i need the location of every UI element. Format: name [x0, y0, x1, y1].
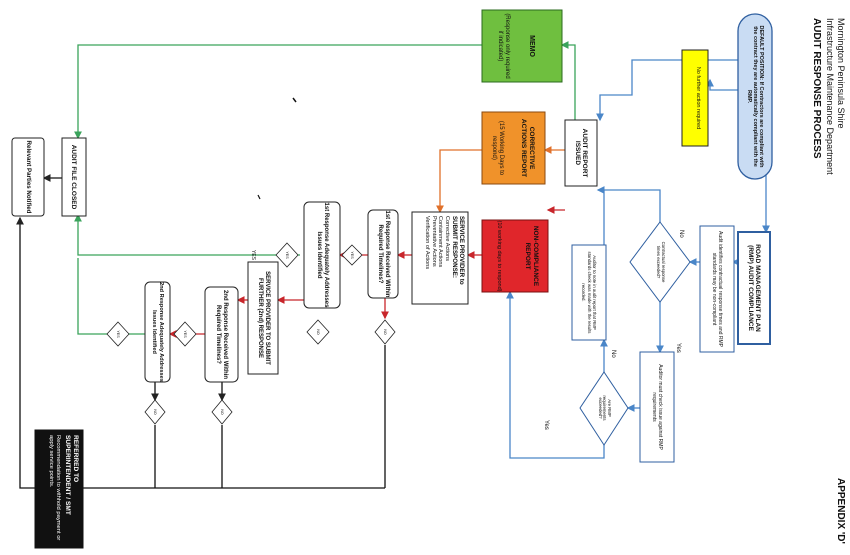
default-position-node: DEFAULT POSITION: If Contractors are com…	[737, 13, 773, 180]
no-label: NO	[220, 409, 224, 415]
stray-arrow-mark	[292, 97, 297, 103]
sp-submit-item: Corrective Actions	[444, 216, 451, 262]
first-adequate-text: 1st Response Adequately Addresses Issues…	[316, 202, 329, 308]
second-adequate-text: 2nd Response Adequately Addresses Issues…	[151, 282, 164, 382]
line-corrective-to-submit	[436, 149, 482, 214]
default-position-text: DEFAULT POSITION: If Contractors are com…	[745, 25, 765, 168]
audit-identifies-node: Audit identifies contractual response ti…	[699, 225, 735, 353]
line-second-yes-green	[77, 258, 145, 335]
first-adequate-yes-diamond: YES	[275, 242, 299, 268]
auditor-note-node: Auditor to note in audit report that RMP…	[571, 244, 607, 341]
page-title: AUDIT RESPONSE PROCESS	[811, 18, 822, 159]
sp-further-text: SERVICE PROVIDER TO SUBMIT FURTHER (2nd)…	[257, 271, 270, 365]
first-received-yes-diamond: YES	[341, 244, 363, 266]
sp-submit-item: Preventative Actions	[430, 216, 437, 267]
relevant-parties-text: Relevant Parties Notified	[24, 140, 32, 214]
rmp-decision-text: Are RMP requirements exceeded?	[597, 395, 613, 421]
corrective-title: CORRECTIVE ACTIONS REPORT	[520, 118, 535, 178]
no-further-action-node: No further action required	[681, 49, 709, 147]
second-received-yes-diamond: YES	[173, 321, 197, 347]
first-adequate-no-diamond: NO	[306, 319, 330, 345]
first-received-node: 1st Response Received Within Required Ti…	[367, 209, 399, 299]
audit-report-issued-text: AUDIT REPORT ISSUED	[574, 128, 589, 178]
sp-further-node: SERVICE PROVIDER TO SUBMIT FURTHER (2nd)…	[247, 261, 279, 375]
first-received-text: 1st Response Received Within Required Ti…	[377, 210, 390, 298]
auditor-note-text: Auditor to note in audit report that RMP…	[581, 251, 597, 334]
line-default-to-no-action	[706, 78, 738, 91]
no-label: NO	[316, 329, 320, 335]
line-bottom-bus	[16, 216, 385, 489]
line-memo-to-closed	[74, 44, 482, 140]
header: APPENDIX 'D' Mornington Peninsula Shire …	[811, 18, 846, 544]
second-adequate-node: 2nd Response Adequately Addresses Issues…	[144, 281, 171, 383]
yes-label: YES	[285, 251, 289, 259]
org-line-2: Infrastructure Maintenance Department	[825, 18, 835, 175]
line-rmp-yes-to-ncr	[506, 290, 605, 459]
ncr-node: NON-COMPLIANCE REPORT (10 working days t…	[481, 219, 549, 293]
org-line-1: Mornington Peninsula Shire	[836, 18, 846, 129]
corrective-sub: (15 Working Days to respond)	[491, 120, 504, 176]
memo-sub: (Response only required if indicated)	[497, 13, 511, 79]
stray-arrow-mark	[257, 194, 261, 200]
relevant-parties-node: Relevant Parties Notified	[11, 137, 45, 217]
sp-submit-title: SERVICE PROVIDER to SUBMIT RESPONSE:	[450, 216, 465, 285]
rmp-decision-node: Are RMP requirements exceeded?	[579, 371, 629, 446]
corrective-actions-node: CORRECTIVE ACTIONS REPORT (15 Working Da…	[481, 111, 546, 185]
ncr-title: NON-COMPLIANCE REPORT	[524, 225, 539, 287]
second-received-node: 2nd Response Received Within Required Ti…	[204, 286, 239, 383]
rmp-no-label: No	[610, 350, 616, 358]
audit-file-closed-node: AUDIT FILE CLOSED	[61, 137, 87, 217]
line-report-to-memo	[560, 41, 576, 120]
yes-label: YES	[183, 330, 187, 338]
referred-node: REFERRED TO SUPERINTENDENT / SMT Recomme…	[34, 429, 84, 549]
auditor-check-node: Auditor must check issue against RMP req…	[639, 351, 675, 463]
first-adequate-node: 1st Response Adequately Addresses Issues…	[303, 201, 341, 309]
second-adequate-yes-diamond: YES	[106, 321, 130, 347]
second-received-no-diamond: NO	[211, 399, 233, 425]
audit-file-closed-text: AUDIT FILE CLOSED	[70, 145, 77, 210]
contractual-decision-node: Contractual response times exceeded?	[629, 221, 691, 303]
contractual-no-label: No	[678, 230, 684, 238]
line-contract-no	[596, 186, 661, 222]
second-adequate-no-diamond: NO	[144, 399, 166, 425]
contractual-yes-label: Yes	[675, 343, 681, 353]
sp-submit-node: SERVICE PROVIDER to SUBMIT RESPONSE: Cor…	[411, 211, 469, 305]
sp-submit-item: Containment Actions	[437, 216, 444, 268]
memo-title: MEMO	[528, 35, 535, 57]
first-yes-edge-label: YES	[250, 250, 256, 261]
line-top-to-report	[596, 59, 738, 122]
memo-node: MEMO (Response only required if indicate…	[481, 9, 563, 83]
first-received-no-diamond: NO	[374, 319, 396, 345]
auditor-check-text: Auditor must check issue against RMP req…	[651, 364, 663, 450]
rmp-audit-text: ROAD MANAGEMENT PLAN (RMP) AUDIT COMPLIA…	[747, 244, 762, 332]
rmp-yes-label: Yes	[543, 420, 549, 430]
audit-identifies-text: Audit identifies contractual response ti…	[711, 231, 723, 347]
no-label: NO	[153, 409, 157, 415]
ncr-sub: (10 working days to respond)	[495, 220, 502, 292]
second-received-text: 2nd Response Received Within Required Ti…	[215, 290, 229, 379]
yes-label: YES	[116, 330, 120, 338]
line-first-yes-green	[74, 213, 300, 256]
rmp-audit-node: ROAD MANAGEMENT PLAN (RMP) AUDIT COMPLIA…	[737, 231, 771, 345]
referred-title: REFERRED TO SUPERINTENDENT / SMT	[64, 435, 79, 515]
referred-sub: Recommendation to withhold payment or ap…	[48, 435, 62, 541]
audit-report-issued-node: AUDIT REPORT ISSUED	[564, 119, 598, 187]
yes-label: YES	[350, 251, 354, 259]
no-label: NO	[383, 329, 387, 335]
no-further-action-text: No further action required	[695, 67, 701, 129]
contractual-decision-text: Contractual response times exceeded?	[656, 241, 666, 283]
sp-submit-item: Verification of Actions	[424, 216, 431, 270]
appendix-label: APPENDIX 'D'	[835, 478, 846, 544]
